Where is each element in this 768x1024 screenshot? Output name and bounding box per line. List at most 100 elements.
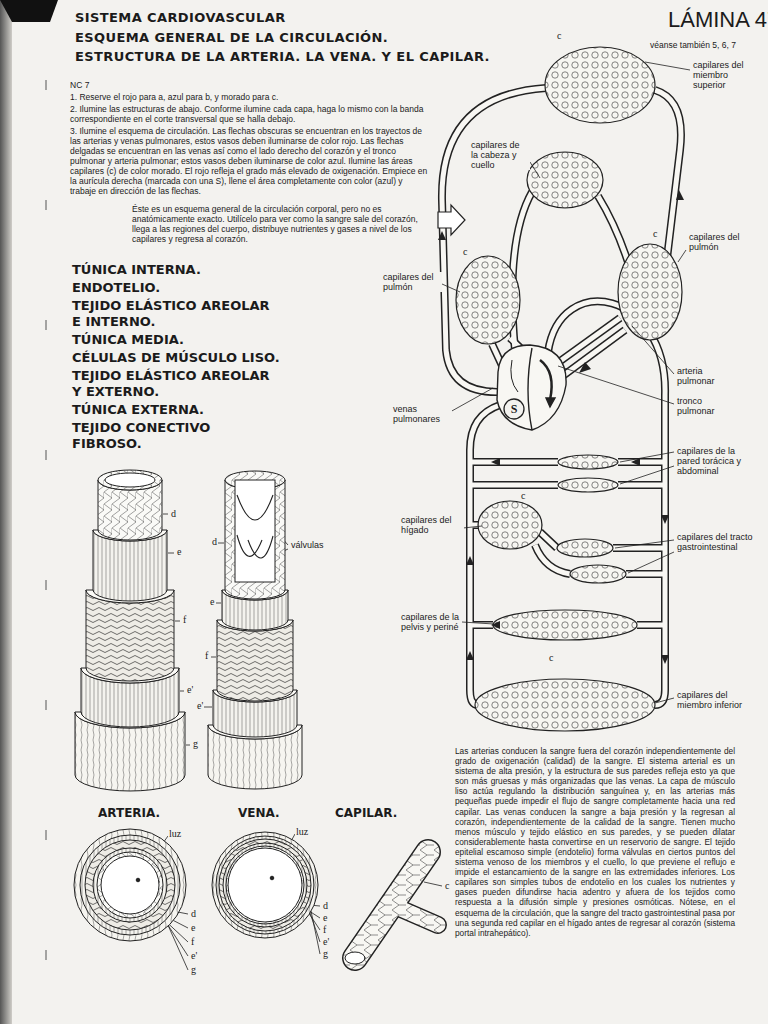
callout-label: capilares de la pared torácica y abdomin… <box>676 446 758 476</box>
callout-letter: e <box>209 596 215 607</box>
callout-letter: d <box>170 508 177 519</box>
callout-letter: f <box>182 614 187 625</box>
leader-lines <box>558 366 674 404</box>
artery-drawing <box>86 590 174 603</box>
vein-cross-section <box>270 876 274 880</box>
leader-lines <box>645 62 690 70</box>
artery-drawing <box>75 712 185 728</box>
callout-label: capilares de la pelvis y periné <box>400 612 462 632</box>
artery-drawing <box>105 473 155 487</box>
vein-drawing <box>217 620 293 631</box>
vein-drawing <box>208 471 302 789</box>
layer-name: TEJIDO ELÁSTICO AREOLAR E INTERNO. <box>72 298 272 330</box>
leader-lines <box>620 452 674 484</box>
callout-letter: g <box>192 738 199 749</box>
flow-arrows <box>661 655 669 664</box>
callout-letter: e <box>322 912 328 923</box>
vein-drawing <box>208 725 302 789</box>
artery-cross-section <box>93 848 167 922</box>
capillary-drawing <box>345 852 438 964</box>
callout-label: válvulas <box>290 540 325 550</box>
artery-cross-section <box>136 878 140 882</box>
vein-cross-section <box>212 832 318 938</box>
callout-label: tronco pulmonar <box>676 396 738 416</box>
margin-marks <box>46 80 47 960</box>
leader-lines <box>615 540 674 573</box>
callout-letter: f <box>190 936 195 947</box>
leader-lines <box>655 698 674 703</box>
instruction: 3. Ilumine el esquema de circulación. La… <box>70 126 430 196</box>
leader-lines <box>463 526 482 528</box>
layer-name: TEJIDO ELÁSTICO AREOLAR Y EXTERNO. <box>72 368 272 400</box>
marker-letter: S <box>503 398 525 420</box>
capillary-beds <box>545 47 655 123</box>
layer-name: TÚNICA EXTERNA. <box>72 402 372 418</box>
callout-letter: d <box>211 536 218 547</box>
callout-letter: e' <box>186 684 194 695</box>
vein-drawing <box>213 690 297 702</box>
vein-cross-section <box>223 843 307 927</box>
circulation-vessels <box>442 88 681 705</box>
callout-letter: g <box>322 948 329 959</box>
callout-label: luz <box>295 826 309 837</box>
section-title: CAPILAR. <box>335 806 397 821</box>
callout-letter: e <box>176 546 182 557</box>
flow-arrows <box>466 556 474 565</box>
capillary-beds <box>558 455 618 469</box>
callout-label: capilares de la cabeza y cuello <box>470 140 530 170</box>
capillary-beds <box>558 478 618 492</box>
flow-arrows <box>661 515 669 524</box>
layer-name: TÚNICA MEDIA. <box>72 332 372 348</box>
callout-letter: c <box>462 246 468 257</box>
callout-label: capilares del miembro superior <box>692 60 756 90</box>
capillary-beds <box>527 152 603 208</box>
vein-cross-section <box>228 848 302 922</box>
leader-lines <box>632 326 674 374</box>
heart <box>540 360 552 400</box>
vein-drawing <box>235 480 275 582</box>
callout-label: capilares del pulmón <box>688 232 748 252</box>
callout-letter: c <box>444 880 450 891</box>
capillary-beds <box>475 679 655 731</box>
artery-cross-section <box>80 835 180 935</box>
capillary-drawing <box>392 905 438 925</box>
circulation-vessels <box>442 88 681 705</box>
callout-letter: e' <box>196 700 204 711</box>
artery-drawing <box>75 712 185 791</box>
heart <box>546 398 555 407</box>
section-title: ARTERIA. <box>98 806 160 821</box>
callout-letter: c <box>652 228 658 239</box>
entry-arrow <box>438 205 465 235</box>
capillary-beds <box>478 501 542 549</box>
artery-drawing <box>93 530 167 541</box>
capillary-beds <box>456 256 520 344</box>
flow-arrows <box>438 231 446 240</box>
callout-letter: f <box>204 650 209 661</box>
intro-note: Éste es un esquema general de la circula… <box>132 204 432 244</box>
heart <box>497 345 566 430</box>
flow-arrows <box>676 190 684 200</box>
margin-marks <box>0 0 58 960</box>
capillary-beds <box>570 565 626 583</box>
flow-arrows <box>466 651 474 660</box>
artery-drawing <box>98 470 162 490</box>
leader-lines <box>678 250 686 262</box>
capillary-drawing <box>345 952 365 964</box>
artery-cross-section <box>101 856 159 914</box>
artery-cross-section <box>74 829 186 941</box>
vein-cross-section <box>212 832 318 938</box>
circulation-vessels <box>442 88 681 705</box>
artery-cross-section <box>74 829 186 941</box>
callout-letter: f <box>322 924 327 935</box>
callout-label: arteria pulmonar <box>676 366 738 386</box>
callout-label: capilares del miembro inferior <box>676 690 758 710</box>
callout-letter: e' <box>322 936 330 947</box>
vein-drawing <box>222 590 288 600</box>
flow-arrows <box>579 362 591 373</box>
callout-letter: c <box>520 490 526 501</box>
flow-arrows <box>438 190 684 664</box>
plate-number: LÁMINA 47 <box>668 8 768 32</box>
vein-cross-section <box>219 839 311 931</box>
capillary-drawing <box>392 905 438 925</box>
capillary-beds <box>493 610 637 640</box>
